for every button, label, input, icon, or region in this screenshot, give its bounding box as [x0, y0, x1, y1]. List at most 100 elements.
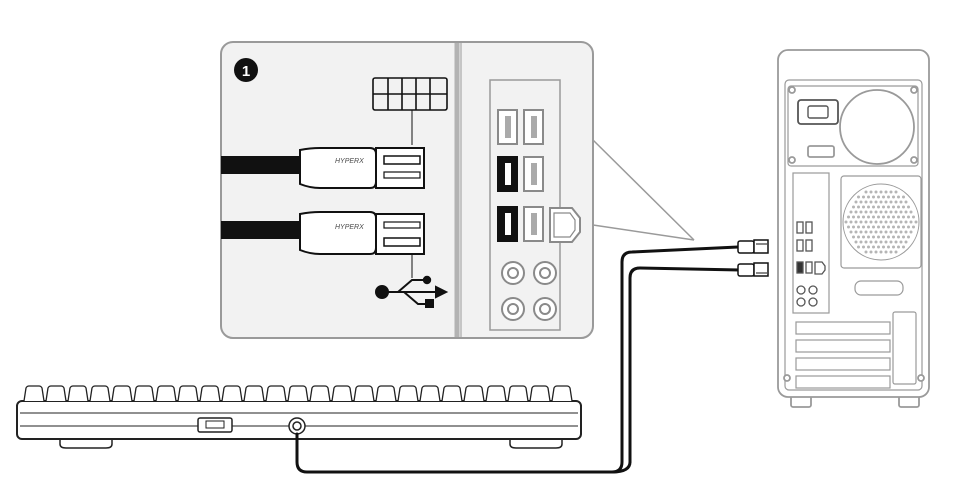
usb-plug-bottom: HYPERX [221, 211, 425, 255]
grille-hole [887, 215, 890, 219]
grille-hole [869, 200, 873, 204]
grille-hole [887, 205, 890, 209]
grille-hole [904, 210, 908, 214]
usb-plug-small-bottom [737, 262, 769, 277]
grille-hole [892, 195, 895, 199]
keycap [331, 385, 353, 402]
keycap [155, 385, 177, 402]
grille-hole [899, 240, 903, 244]
keycap [353, 385, 375, 402]
grille-hole [852, 225, 855, 229]
grille-hole [874, 200, 878, 204]
grille-hole [884, 190, 888, 194]
grille-hole [874, 250, 878, 254]
step-number: 1 [242, 63, 250, 80]
grille-hole [852, 205, 855, 209]
grille-hole [907, 205, 910, 209]
grille-hole [894, 230, 898, 234]
grille-hole [887, 195, 890, 199]
grille-hole [894, 220, 898, 224]
grille-hole [894, 250, 898, 254]
grille-hole [867, 225, 870, 229]
grille-hole [904, 230, 908, 234]
grille-hole [894, 240, 898, 244]
grille-hole [864, 200, 868, 204]
grille-hole [857, 205, 860, 209]
grille-hole [892, 215, 895, 219]
grille-hole [877, 205, 880, 209]
grille-hole [867, 245, 870, 249]
grille-hole [897, 215, 900, 219]
keycap [221, 385, 243, 402]
keycap [309, 385, 331, 402]
grille-hole [864, 210, 868, 214]
usb-plug-small-top [737, 239, 769, 254]
grille-hole [849, 210, 853, 214]
keycap [111, 385, 133, 402]
grille-hole [859, 200, 863, 204]
grille-hole [904, 220, 908, 224]
grille-hole [914, 220, 918, 224]
grille-hole [909, 230, 913, 234]
keycap [177, 385, 199, 402]
grille-hole [859, 230, 863, 234]
grille-hole [912, 215, 915, 219]
grille-hole [879, 240, 883, 244]
grille-hole [862, 195, 865, 199]
grille-hole [902, 205, 905, 209]
keyboard [16, 400, 582, 449]
keycap [441, 385, 463, 402]
keycap [89, 385, 111, 402]
grille-hole [864, 220, 868, 224]
keycap [507, 385, 529, 402]
grille-hole [909, 210, 913, 214]
grille-hole [859, 240, 863, 244]
usb-port [523, 156, 544, 192]
grille-hole [869, 220, 873, 224]
grille-hole [884, 220, 888, 224]
keycap [265, 385, 287, 402]
grille-hole [902, 245, 905, 249]
usb-port [523, 109, 544, 145]
grille-hole [884, 240, 888, 244]
keycap [485, 385, 507, 402]
grille-hole [897, 245, 900, 249]
keycap [67, 385, 89, 402]
grille-hole [899, 230, 903, 234]
usb-port-highlighted [497, 206, 518, 242]
grille-hole [872, 225, 875, 229]
grille-hole [854, 210, 858, 214]
grille-hole [884, 200, 888, 204]
grille-hole [847, 225, 850, 229]
grille-hole [867, 205, 870, 209]
grille-hole [857, 195, 860, 199]
grille-hole [889, 190, 893, 194]
grille-hole [872, 245, 875, 249]
grille-hole [902, 195, 905, 199]
grille-hole [857, 225, 860, 229]
grille-hole [859, 210, 863, 214]
grille-hole [864, 230, 868, 234]
grille-hole [897, 225, 900, 229]
pc-tower [777, 49, 930, 408]
grille-hole [877, 225, 880, 229]
grille-hole [904, 240, 908, 244]
grille-hole [902, 235, 905, 239]
usb-polarity-grid-icon [372, 77, 448, 145]
usb-port [523, 206, 544, 242]
grille-hole [909, 220, 913, 224]
grille-hole [867, 235, 870, 239]
fan-grille [844, 190, 918, 254]
grille-hole [862, 205, 865, 209]
grille-hole [892, 235, 895, 239]
usb-port-highlighted [497, 156, 518, 192]
grille-hole [907, 225, 910, 229]
grille-hole [904, 200, 908, 204]
grille-hole [884, 210, 888, 214]
grille-hole [877, 235, 880, 239]
grille-hole [882, 205, 885, 209]
grille-hole [869, 250, 873, 254]
grille-hole [862, 245, 865, 249]
grille-hole [889, 240, 893, 244]
grille-hole [889, 210, 893, 214]
